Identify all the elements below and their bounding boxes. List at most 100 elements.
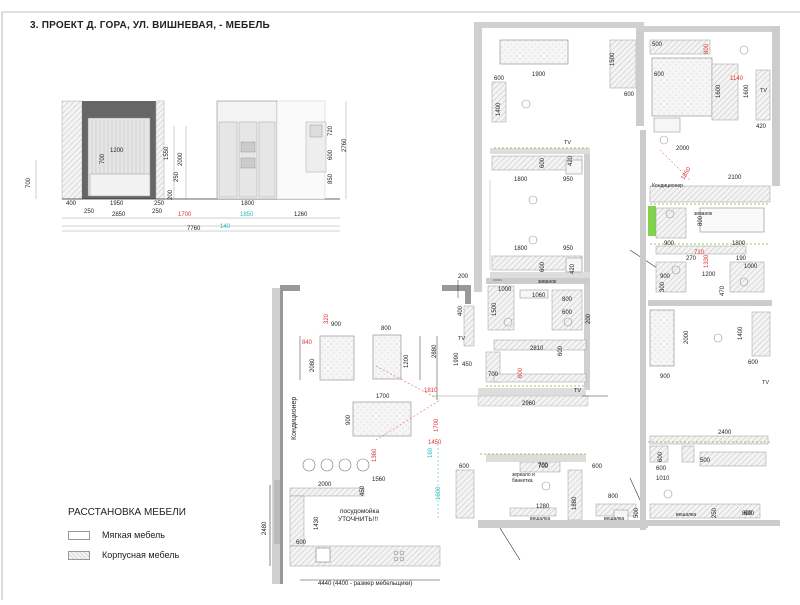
dim-label: 1800: [514, 246, 528, 252]
dim-label: 450: [360, 485, 366, 496]
hanger-label: вешалка: [530, 516, 550, 522]
dim-label: 800: [742, 511, 753, 517]
dim-label: 250: [174, 171, 180, 182]
dim-label: 600: [558, 345, 564, 356]
intercom-label: зиванок: [538, 279, 557, 285]
dim-label: 900: [331, 322, 342, 328]
dim-label: 600: [328, 149, 334, 160]
dim-label: 600: [296, 540, 307, 546]
tv-label: TV: [762, 380, 769, 386]
tv-label: TV: [458, 336, 465, 342]
dim-label: 250: [84, 209, 95, 215]
dim-label: 600: [744, 511, 755, 517]
dim-label: 190: [736, 256, 747, 262]
dim-label-red: 1810: [424, 388, 438, 394]
center-rooms: [457, 22, 661, 561]
dim-label: 200: [586, 313, 592, 324]
dim-label: 1800: [241, 201, 255, 207]
dim-label: 900: [660, 374, 671, 380]
dim-label: 950: [563, 177, 574, 183]
dim-label: 2100: [728, 175, 742, 181]
dim-label: 1400: [496, 102, 502, 116]
dim-label: 1900: [532, 72, 546, 78]
dim-label: 700: [538, 463, 549, 469]
dim-label: 2960: [522, 401, 536, 407]
dim-label: 500: [634, 507, 640, 518]
dim-label: 300: [660, 281, 666, 292]
dim-label: 2000: [676, 146, 690, 152]
dim-label: 800: [562, 297, 573, 303]
dim-label: 600: [658, 451, 664, 462]
dim-label: 900: [346, 414, 352, 425]
dim-label: 1430: [314, 516, 320, 530]
dim-label-cyan: 1850: [240, 212, 254, 218]
dim-label: 2850: [112, 212, 126, 218]
dim-label: 900: [660, 274, 671, 280]
legend-title: РАССТАНОВКА МЕБЕЛИ: [68, 507, 186, 518]
dim-label: 1990: [454, 352, 460, 366]
dim-label-red: 1700: [178, 212, 192, 218]
dim-label: 700: [26, 177, 32, 188]
dim-label: 600: [748, 360, 759, 366]
dim-label: 250: [152, 209, 163, 215]
dim-label: 2810: [530, 346, 544, 352]
dim-label: 1060: [532, 293, 546, 299]
dim-label: 1500: [492, 302, 498, 316]
legend-case-furniture: Корпусная мебель: [68, 550, 179, 560]
dim-label: 470: [720, 285, 726, 296]
dim-label: 600: [540, 261, 546, 272]
dim-label-red: 1360: [372, 448, 378, 462]
dim-label: 200: [458, 274, 469, 280]
legend-soft-label: Мягкая мебель: [102, 530, 165, 540]
dim-label: 1700: [376, 394, 390, 400]
dim-label-red: 710: [694, 250, 705, 256]
dim-label: 2080: [310, 358, 316, 372]
dim-label: 1500: [610, 52, 616, 66]
dim-label: 500: [652, 42, 663, 48]
dim-label: 600: [540, 157, 546, 168]
dim-label: 1880: [572, 496, 578, 510]
dim-label: 2400: [718, 430, 732, 436]
dim-label: 500: [700, 458, 711, 464]
dim-label: 1400: [738, 326, 744, 340]
bed-height-label: 700: [100, 153, 106, 164]
dim-label-red: 1140: [730, 76, 744, 82]
dim-label: 1010: [656, 476, 670, 482]
dim-label: 720: [328, 125, 334, 136]
hanger-label: вешалка: [676, 512, 696, 518]
dim-label: 1600: [744, 84, 750, 98]
dim-label: 700: [488, 372, 499, 378]
elevation-view: [35, 100, 347, 232]
dim-label: 1950: [110, 201, 124, 207]
dim-label: 600: [562, 310, 573, 316]
dim-label: 1280: [536, 504, 550, 510]
dim-label: 2000: [178, 152, 184, 166]
dim-label: 600: [592, 464, 603, 470]
dim-label: 2480: [262, 521, 268, 535]
dim-label-red: 1700: [434, 418, 440, 432]
dim-label: 450: [462, 362, 473, 368]
dim-label: 420: [570, 263, 576, 274]
dim-label: 800: [608, 494, 619, 500]
dim-label: 950: [563, 246, 574, 252]
dishwasher-note: УТОЧНИТЬ!!!: [338, 516, 378, 523]
dim-label-total: 7760: [187, 226, 201, 232]
dim-label-cyan: 140: [220, 224, 231, 230]
dim-label-red: 1850: [681, 166, 693, 181]
dim-label: 1600: [716, 84, 722, 98]
dim-label: 900: [664, 241, 675, 247]
dim-label-red: 600: [518, 367, 524, 378]
dim-label: 2880: [432, 344, 438, 358]
dim-label: 250: [712, 507, 718, 518]
dimension-labels: 400 250 1950 250 2850 250 1700 1850 1260…: [26, 42, 769, 587]
dim-label: 1800: [732, 241, 746, 247]
dim-label: 1000: [744, 264, 758, 270]
dim-label-red: 840: [302, 340, 313, 346]
dim-label: 1560: [372, 477, 386, 483]
tv-label: TV: [760, 88, 767, 94]
tv-label: TV: [574, 388, 581, 394]
dim-label-cyan: 1600: [436, 486, 442, 500]
dim-label: 2000: [318, 482, 332, 488]
dim-label: 600: [654, 72, 665, 78]
